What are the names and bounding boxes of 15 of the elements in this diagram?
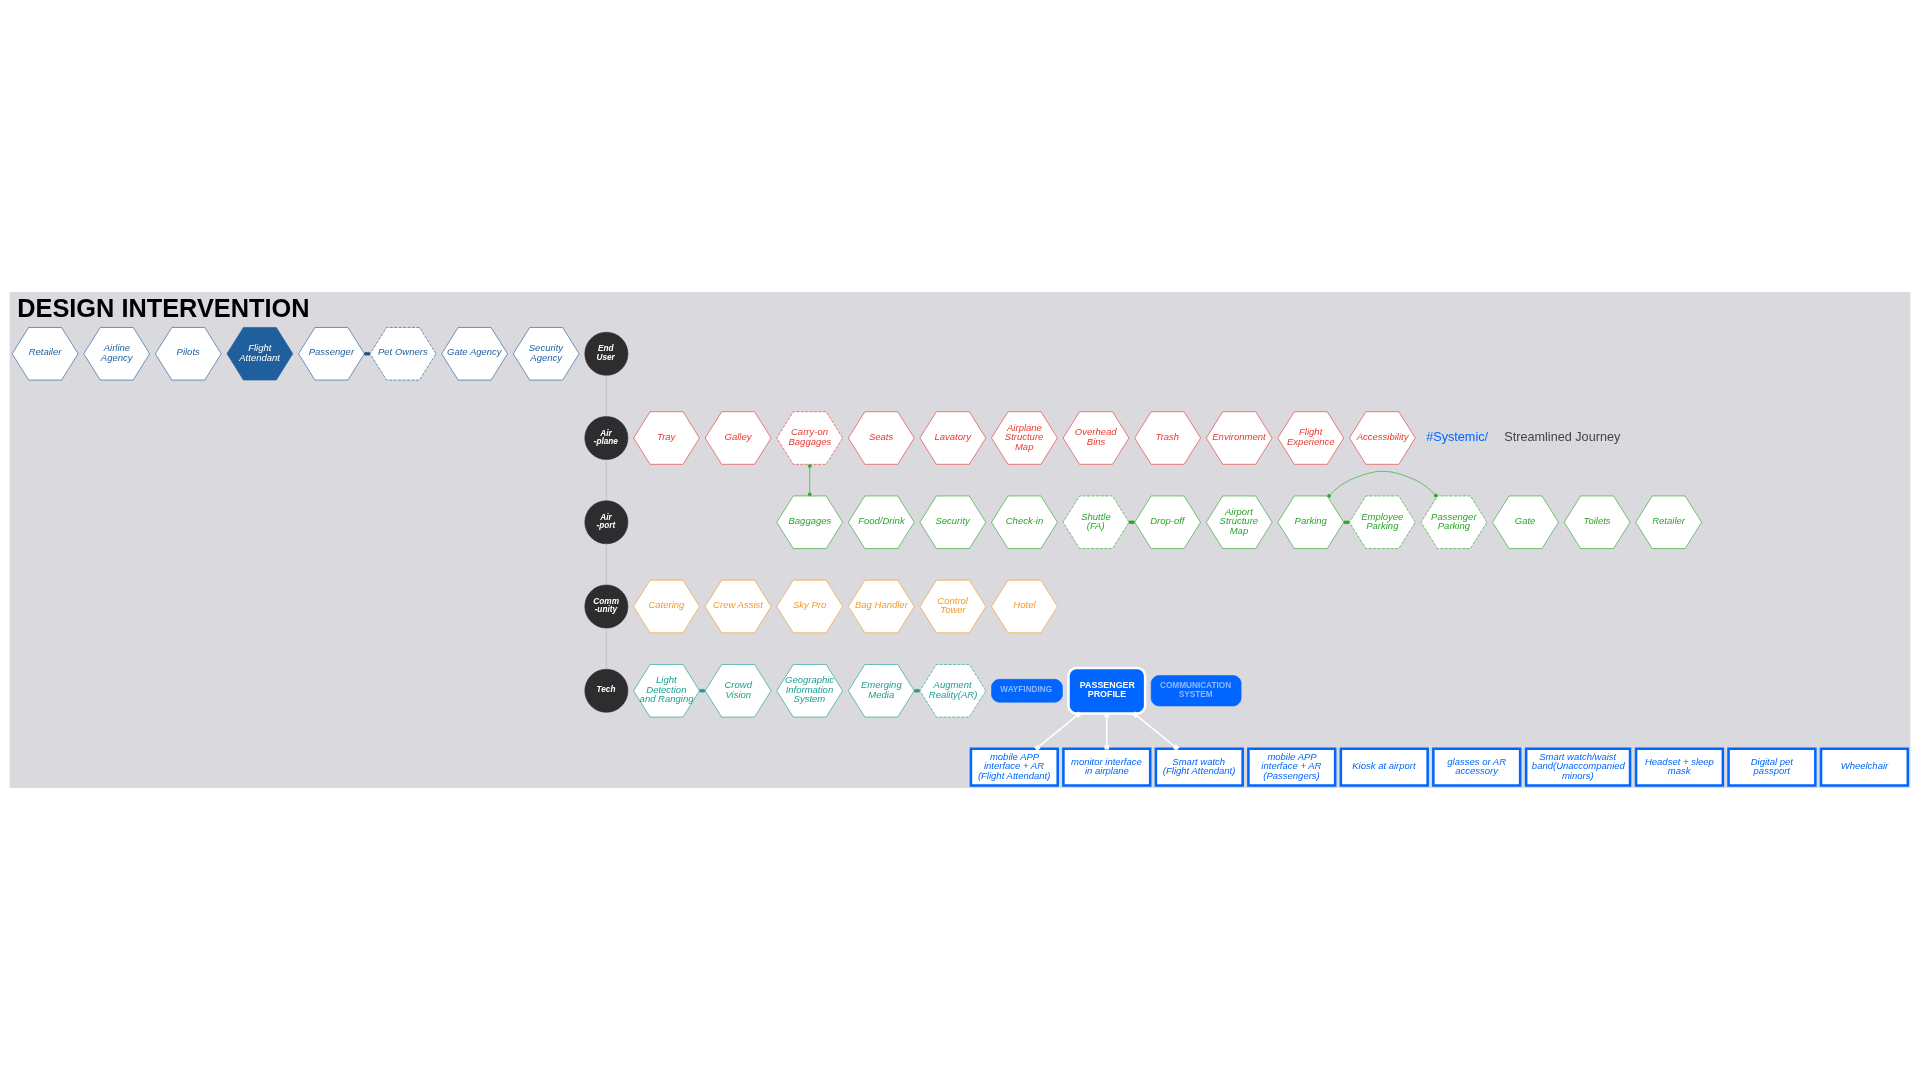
node-box: Smart watch/waist band(Unaccompanied minors) bbox=[1524, 747, 1632, 787]
node-box: Kiosk at airport bbox=[1339, 747, 1429, 787]
node-box: Digital pet passport bbox=[1727, 747, 1817, 787]
connector bbox=[1132, 711, 1180, 751]
node-box: glasses or AR accessory bbox=[1432, 747, 1522, 787]
connector bbox=[807, 464, 812, 497]
connector bbox=[1104, 712, 1110, 750]
label: Streamlined Journey bbox=[1504, 430, 1621, 445]
node-box: Headset + sleep mask bbox=[1634, 747, 1725, 787]
diagram-title: DESIGN INTERVENTION bbox=[17, 293, 310, 322]
node-box: monitor interface in airplane bbox=[1062, 747, 1152, 787]
connector bbox=[1327, 471, 1438, 498]
connector bbox=[1034, 711, 1082, 751]
node-box: Wheelchair bbox=[1819, 747, 1910, 787]
node-box: mobile APP interface + AR (Passengers) bbox=[1247, 747, 1337, 787]
